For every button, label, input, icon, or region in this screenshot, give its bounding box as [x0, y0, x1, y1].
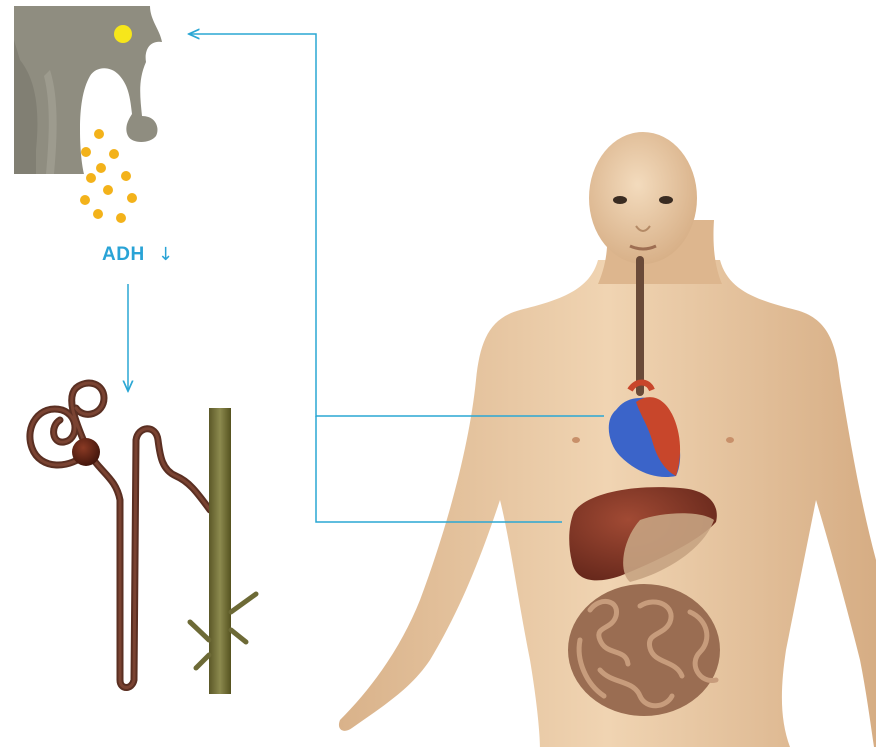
glomerulus [72, 438, 100, 466]
human-body-figure [339, 132, 876, 747]
hormone-label: ADH [102, 244, 145, 266]
head [589, 132, 697, 264]
nucleus-dot [114, 25, 132, 43]
intestines-icon [568, 584, 720, 716]
collecting-duct [190, 408, 256, 694]
decrease-arrow-icon: ↓ [158, 244, 173, 265]
